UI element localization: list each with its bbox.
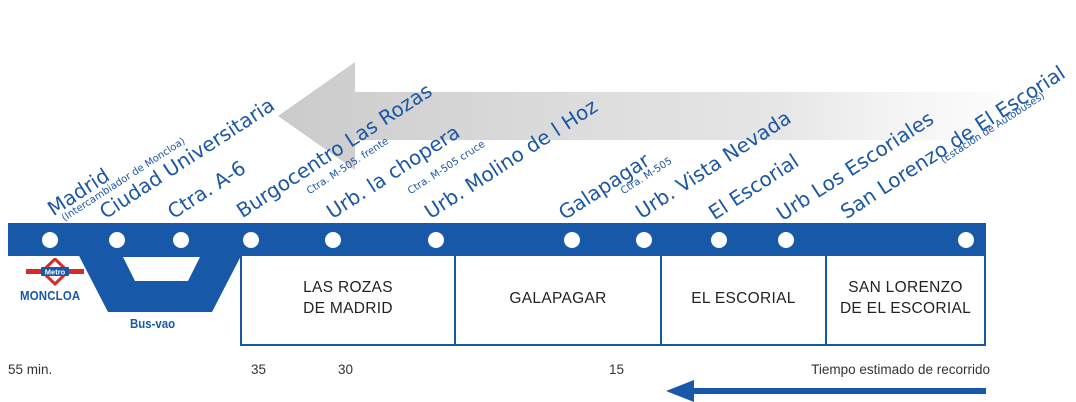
- zone-el-escorial: EL ESCORIAL: [660, 254, 827, 346]
- zone-label: EL ESCORIAL: [691, 289, 796, 307]
- direction-arrow-icon: [666, 380, 986, 402]
- stop-dot: [428, 232, 444, 248]
- stop-dot: [958, 232, 974, 248]
- stop-dot: [243, 232, 259, 248]
- zone-san-lorenzo: SAN LORENZO DE EL ESCORIAL: [825, 254, 986, 346]
- time-la-chopera: 30: [338, 362, 354, 377]
- zone-label: GALAPAGAR: [509, 289, 607, 307]
- zone-galapagar: GALAPAGAR: [454, 254, 662, 346]
- zone-label: LAS ROZAS DE MADRID: [303, 279, 393, 317]
- bus-vao-label: Bus-vao: [130, 316, 176, 331]
- stop-dot: [711, 232, 727, 248]
- stop-dot: [564, 232, 580, 248]
- time-madrid: 55 min.: [8, 362, 53, 377]
- zone-las-rozas: LAS ROZAS DE MADRID: [240, 254, 456, 346]
- metro-logo-icon: Metro: [26, 258, 84, 286]
- travel-time-legend: Tiempo estimado de recorrido: [811, 362, 990, 377]
- zone-label: SAN LORENZO DE EL ESCORIAL: [839, 279, 972, 317]
- stop-dot: [173, 232, 189, 248]
- metro-badge-text: Metro: [45, 268, 66, 277]
- stop-dot: [325, 232, 341, 248]
- stop-dot: [42, 232, 58, 248]
- stop-dot: [109, 232, 125, 248]
- moncloa-label: MONCLOA: [20, 288, 81, 303]
- time-burgocentro: 35: [251, 362, 267, 377]
- time-galapagar: 15: [609, 362, 625, 377]
- stop-dot: [636, 232, 652, 248]
- stop-dot: [778, 232, 794, 248]
